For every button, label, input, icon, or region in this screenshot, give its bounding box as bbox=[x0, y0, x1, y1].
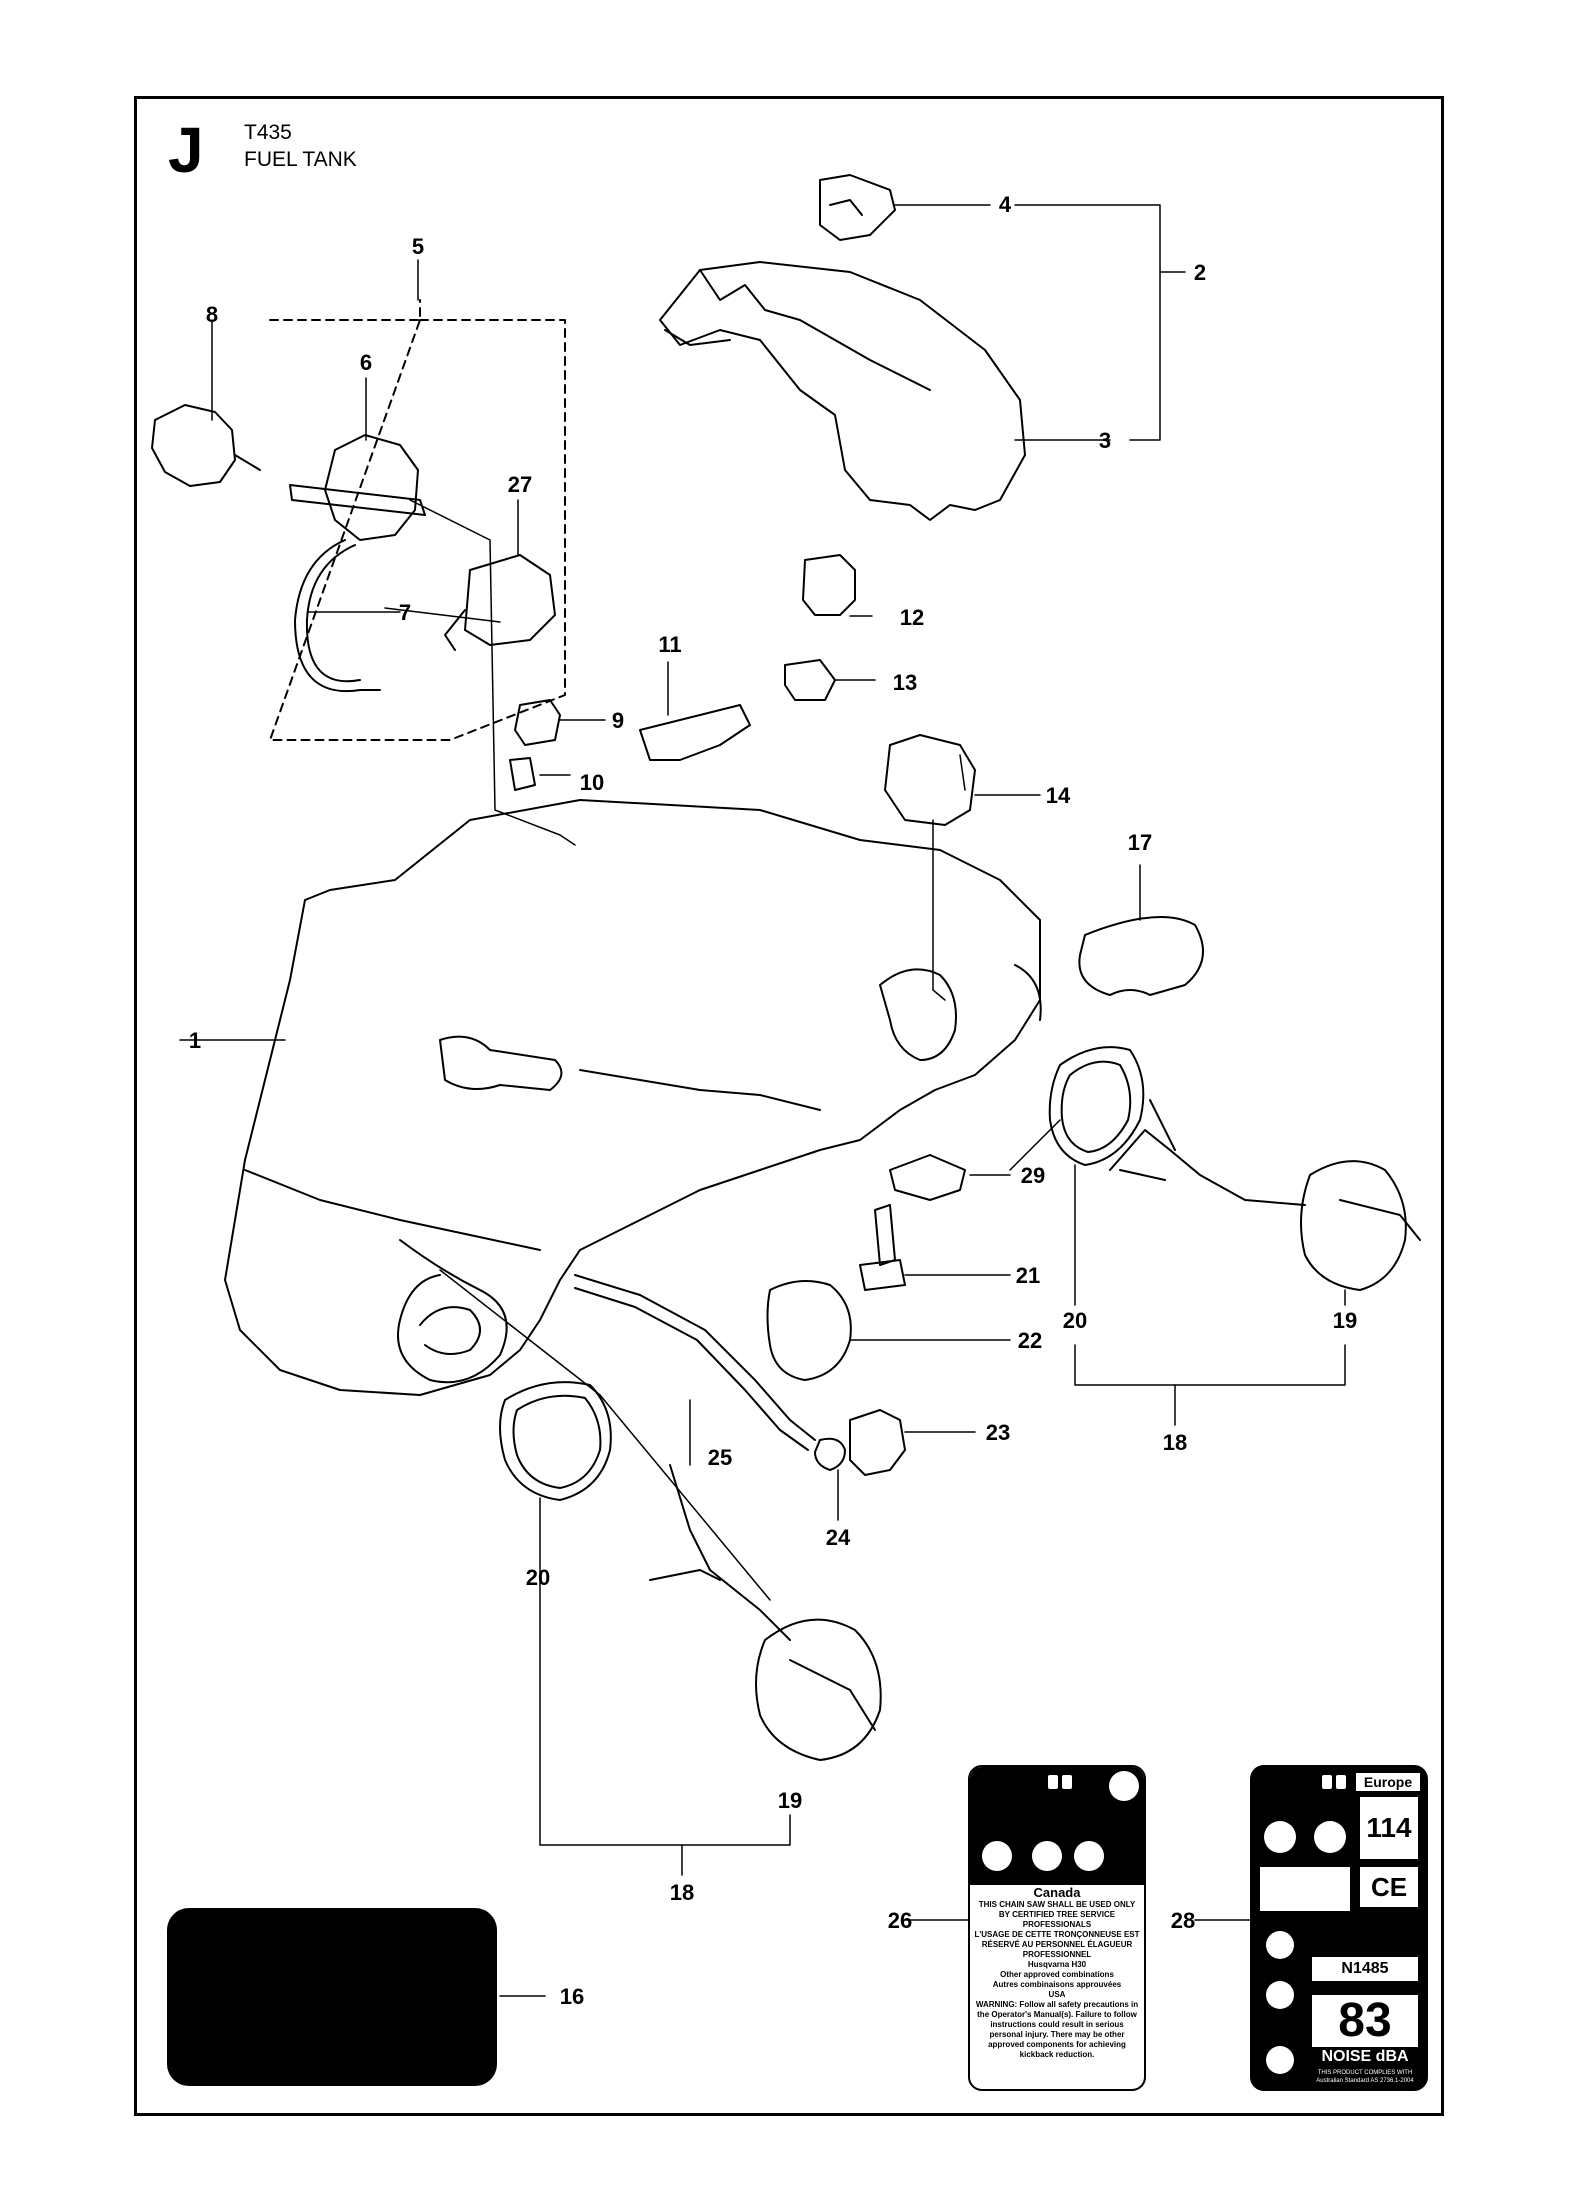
part-9 bbox=[514, 699, 561, 746]
decal-26-warning: WARNING: Follow all safety precautions i… bbox=[975, 2000, 1139, 2059]
part-connector-8 bbox=[151, 404, 236, 487]
callout-21: 21 bbox=[1016, 1263, 1040, 1288]
chainsaw-icon bbox=[1074, 1841, 1104, 1871]
callout-18a: 18 bbox=[1163, 1430, 1187, 1455]
part-tank-body-1 bbox=[224, 799, 1041, 1396]
section-letter: J bbox=[168, 114, 204, 186]
kickback-icon bbox=[1266, 2046, 1294, 2074]
part-loop-17 bbox=[1078, 916, 1204, 996]
callout-14: 14 bbox=[1046, 783, 1071, 808]
part-11 bbox=[639, 704, 751, 761]
callout-11: 11 bbox=[658, 632, 681, 657]
book-icon bbox=[1322, 1775, 1332, 1789]
decal-26-usa: USA bbox=[1048, 1990, 1066, 1999]
callout-8: 8 bbox=[206, 302, 218, 327]
part-cap-19a bbox=[1300, 1160, 1407, 1291]
part-screw-21 bbox=[859, 1204, 906, 1291]
decal-27-region: Europe bbox=[1356, 1773, 1420, 1791]
part-22 bbox=[766, 1280, 852, 1381]
book-icon bbox=[1336, 1775, 1346, 1789]
decal-26-other: Other approved combinations bbox=[1000, 1970, 1114, 1979]
callout-13: 13 bbox=[893, 670, 917, 695]
callout-26: 26 bbox=[888, 1908, 912, 1933]
callout-2: 2 bbox=[1194, 260, 1206, 285]
part-oring-20b bbox=[499, 1381, 612, 1501]
callout-10: 10 bbox=[580, 770, 604, 795]
callout-16: 16 bbox=[560, 1984, 584, 2009]
part-oring-20a bbox=[1048, 1046, 1145, 1166]
decal-26-brand: Husqvarna H30 bbox=[1027, 1960, 1087, 1969]
part-tube-25 bbox=[574, 1274, 816, 1441]
callout-7: 7 bbox=[399, 600, 411, 625]
callout-6: 6 bbox=[360, 350, 372, 375]
part-26-warning-decal: Canada THIS CHAIN SAW SHALL BE USED ONLY… bbox=[968, 1765, 1146, 2091]
decal-27-ce-mark: CE bbox=[1360, 1867, 1418, 1907]
decal-27-compliance: THIS PRODUCT COMPLIES WITH Australian St… bbox=[1316, 2070, 1414, 2084]
decal-27-sound-power: 114 bbox=[1360, 1797, 1418, 1859]
callout-19b: 19 bbox=[778, 1788, 802, 1813]
decal-26-country: Canada bbox=[1033, 1885, 1081, 1900]
callout-5: 5 bbox=[412, 234, 424, 259]
decal-26-autres: Autres combinaisons approuvées bbox=[992, 1980, 1122, 1989]
callout-20a: 20 bbox=[1063, 1308, 1087, 1333]
part-16-blank-label bbox=[167, 1908, 497, 2086]
callout-17: 17 bbox=[1128, 830, 1152, 855]
part-27-noise-decal: Europe 114 CE N1485 83 NOISE dBA THIS PR… bbox=[1250, 1765, 1428, 2091]
decal-27-noise-value: 83 bbox=[1312, 1995, 1418, 2047]
chainsaw-hand-icon bbox=[1266, 1931, 1294, 1959]
callout-25: 25 bbox=[708, 1445, 732, 1470]
page-frame bbox=[134, 96, 1444, 2116]
hand-icon bbox=[1032, 1841, 1062, 1871]
book-icon bbox=[1048, 1775, 1058, 1789]
callout-19a: 19 bbox=[1333, 1308, 1357, 1333]
part-cap-4 bbox=[819, 174, 896, 241]
part-12 bbox=[802, 554, 856, 616]
callout-27: 28 bbox=[1171, 1908, 1195, 1933]
helmet-icon bbox=[1264, 1821, 1296, 1853]
decal-26-header bbox=[970, 1767, 1144, 1885]
decal-27-noise-code: N1485 bbox=[1312, 1957, 1418, 1981]
part-23 bbox=[849, 1409, 906, 1476]
decal-26-line2: L'USAGE DE CETTE TRONÇONNEUSE EST RÉSERV… bbox=[974, 1930, 1140, 1959]
callout-3: 3 bbox=[1099, 428, 1111, 453]
callout-12: 12 bbox=[900, 605, 924, 630]
callout-24: 24 bbox=[826, 1525, 851, 1550]
kickback-icon bbox=[982, 1841, 1012, 1871]
diagram-title: FUEL TANK bbox=[244, 148, 357, 171]
part-top-cover bbox=[659, 261, 1026, 521]
callout-29: 29 bbox=[1021, 1163, 1045, 1188]
part-24 bbox=[814, 1437, 846, 1471]
decal-27-noise-unit: NOISE dBA bbox=[1321, 2048, 1409, 2065]
decal-26-line1: THIS CHAIN SAW SHALL BE USED ONLY BY CER… bbox=[978, 1900, 1136, 1929]
callout-9: 9 bbox=[612, 708, 624, 733]
part-29 bbox=[889, 1154, 966, 1201]
callout-1: 1 bbox=[189, 1028, 201, 1053]
part-13 bbox=[784, 659, 836, 701]
climber-pictogram bbox=[1260, 1867, 1350, 1911]
callout-28: 27 bbox=[508, 472, 532, 497]
part-10 bbox=[509, 757, 536, 791]
part-fuel-hose-7 bbox=[294, 539, 381, 693]
model-number: T435 bbox=[244, 121, 292, 144]
callout-22: 22 bbox=[1018, 1328, 1042, 1353]
part-filter-28 bbox=[464, 554, 556, 646]
callout-23: 23 bbox=[986, 1420, 1010, 1445]
helmet-icon bbox=[1109, 1771, 1139, 1801]
group-box-5 bbox=[269, 299, 566, 741]
book-icon bbox=[1062, 1775, 1072, 1789]
callout-18b: 18 bbox=[670, 1880, 694, 1905]
part-14 bbox=[884, 734, 976, 826]
callout-20b: 20 bbox=[526, 1565, 550, 1590]
protective-clothing-icon bbox=[1314, 1821, 1346, 1853]
no-one-hand-icon bbox=[1266, 1981, 1294, 2009]
callout-4: 4 bbox=[999, 192, 1012, 217]
part-grommet-6 bbox=[324, 434, 419, 541]
part-cap-19b bbox=[755, 1618, 882, 1761]
